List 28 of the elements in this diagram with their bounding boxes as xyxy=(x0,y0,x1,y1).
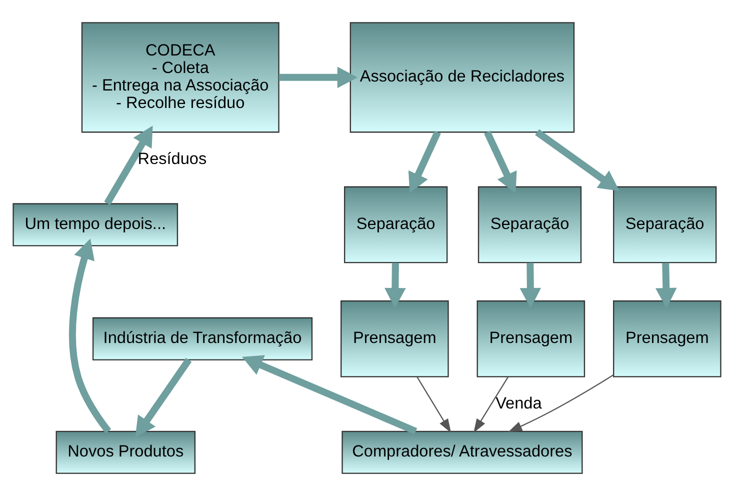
arrow xyxy=(474,376,509,433)
node-box: Prensagem xyxy=(613,300,722,378)
arrow xyxy=(535,129,620,192)
node-box: Compradores/ Atravessadores xyxy=(342,430,583,474)
node-box: Associação de Recicladores xyxy=(350,22,575,133)
arrow xyxy=(278,66,358,88)
edge-label: Resíduos xyxy=(138,150,207,168)
node-box: CODECA - Coleta - Entrega na Associação - Recolhe resíduo xyxy=(81,22,280,133)
arrow xyxy=(508,374,614,432)
arrow xyxy=(520,262,542,308)
arrow xyxy=(484,130,517,194)
node-box: Novos Produtos xyxy=(56,430,196,474)
arrow xyxy=(416,376,452,433)
arrow xyxy=(408,130,441,194)
arrow xyxy=(135,358,192,438)
node-box: Separação xyxy=(478,186,582,264)
arrow xyxy=(655,262,677,308)
arrow xyxy=(104,126,153,206)
arrow xyxy=(242,355,418,435)
node-box: Separação xyxy=(613,186,717,264)
node-box: Prensagem xyxy=(340,300,449,378)
node-box: Prensagem xyxy=(476,300,586,378)
node-box: Um tempo depois... xyxy=(12,203,178,246)
node-box: Indústria de Transformação xyxy=(92,317,313,360)
node-box: Separação xyxy=(344,186,448,264)
edge-label: Venda xyxy=(496,394,542,412)
arrow xyxy=(68,238,112,434)
arrow xyxy=(384,262,406,308)
